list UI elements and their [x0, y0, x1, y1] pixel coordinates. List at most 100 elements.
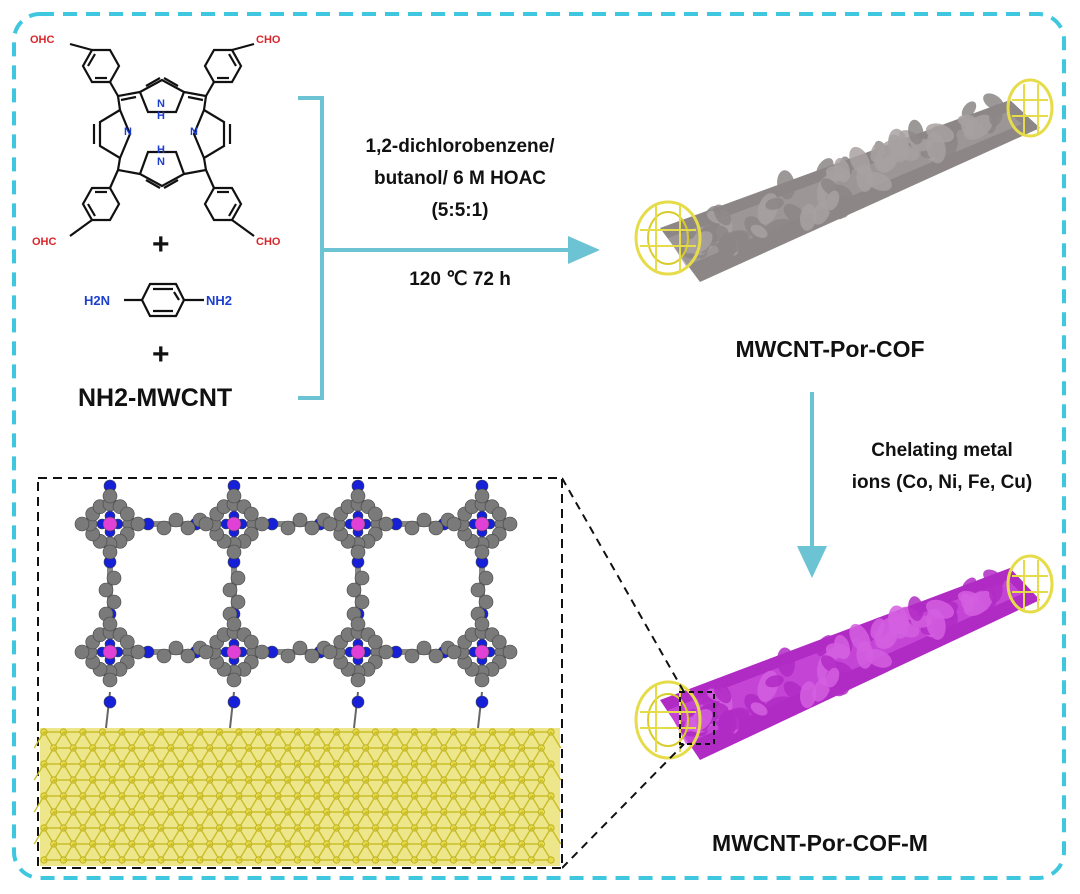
tube-bond	[33, 763, 45, 781]
carbon-atom	[322, 644, 338, 660]
nitrogen-atom	[103, 695, 117, 709]
carbon-atom	[474, 616, 490, 632]
carbon-atom	[350, 616, 366, 632]
shell-petal	[957, 590, 979, 604]
carbon-atom	[474, 672, 490, 688]
carbon-atom	[254, 516, 270, 532]
inset-nanotube	[33, 728, 562, 866]
carbon-atom	[474, 488, 490, 504]
carbon-atom	[491, 506, 507, 522]
shell-petal	[876, 140, 898, 173]
shell-petal	[908, 596, 924, 621]
carbon-atom	[230, 570, 246, 586]
shell-petal	[799, 203, 817, 231]
nitrogen-atom	[351, 695, 365, 709]
zoom-line-bottom	[561, 743, 685, 869]
carbon-atom	[280, 520, 296, 536]
shell-petal	[750, 224, 768, 239]
carbon-atom	[102, 672, 118, 688]
carbon-atom	[346, 582, 362, 598]
tube-bond	[550, 731, 562, 749]
carbon-atom	[474, 544, 490, 560]
metal-arrow-head	[797, 546, 827, 578]
shell-petal	[763, 696, 797, 718]
carbon-atom	[102, 488, 118, 504]
shell-petal	[925, 599, 955, 619]
carbon-atom	[168, 640, 184, 656]
condition-ratio: (5:5:1)	[431, 200, 489, 221]
shell-petal	[777, 647, 795, 677]
carbon-atom	[428, 520, 444, 536]
carbon-atom	[470, 582, 486, 598]
shell-petal	[856, 164, 874, 192]
pyrrole-n-right: N	[190, 126, 198, 138]
shell-petal	[763, 218, 797, 240]
reaction-bracket	[298, 96, 324, 400]
tube-bond	[33, 731, 45, 749]
pyrrole-nh-bottom-h: H	[157, 144, 165, 156]
tube-bond	[550, 763, 562, 781]
metal-atom	[226, 644, 242, 660]
carbon-atom	[354, 594, 370, 610]
carbon-atom	[130, 644, 146, 660]
carbon-atom	[74, 516, 90, 532]
carbon-atom	[404, 520, 420, 536]
mwcnt-por-cof-render	[634, 78, 1054, 282]
carbon-atom	[226, 672, 242, 688]
shell-petal	[908, 119, 924, 145]
metal-step-line2: ions (Co, Ni, Fe, Cu)	[851, 472, 1033, 493]
carbon-atom	[350, 488, 366, 504]
tube-bond	[33, 795, 45, 813]
carbon-atom	[378, 516, 394, 532]
tube-bond	[550, 827, 562, 845]
carbon-atom	[74, 644, 90, 660]
zoom-source-box	[679, 691, 715, 745]
carbon-atom	[416, 512, 432, 528]
carbon-atom	[478, 594, 494, 610]
carbon-atom	[280, 648, 296, 664]
metal-atom	[102, 644, 118, 660]
reaction-arrow-head	[568, 236, 600, 264]
carbon-atom	[367, 506, 383, 522]
diamine-structure	[124, 282, 204, 318]
pyrrole-nh-top-h: H	[157, 110, 165, 122]
shell-petal	[777, 170, 795, 200]
shell-petal	[876, 617, 898, 650]
outer-dashed-frame	[12, 12, 1066, 880]
nh2-mwcnt-label: NH2-MWCNT	[78, 384, 233, 412]
carbon-atom	[244, 506, 259, 522]
carbon-atom	[180, 520, 196, 536]
carbon-atom	[230, 594, 246, 610]
carbon-atom	[226, 488, 242, 504]
inset-cof-lattice	[74, 479, 518, 729]
carbon-atom	[502, 644, 518, 660]
pyrrole-n-left: N	[124, 126, 132, 138]
shell-petal	[957, 114, 979, 128]
carbon-atom	[446, 644, 462, 660]
carbon-atom	[354, 570, 370, 586]
carbon-atom	[367, 634, 383, 650]
carbon-atom	[102, 616, 118, 632]
metal-atom	[226, 516, 242, 532]
carbon-atom	[502, 516, 518, 532]
shell-petal	[713, 682, 732, 704]
carbon-atom	[446, 516, 462, 532]
aldehyde-label-bottom-right: CHO	[256, 236, 281, 248]
shell-petal	[834, 157, 851, 183]
carbon-atom	[304, 648, 320, 664]
shell-petal	[925, 123, 955, 143]
carbon-atom	[130, 516, 146, 532]
shell-petal	[799, 681, 817, 709]
plus-sign-1: +	[152, 228, 170, 261]
metal-atom	[474, 644, 490, 660]
carbon-atom	[350, 544, 366, 560]
pyrrole-nh-bottom-n: N	[157, 156, 165, 168]
product-cof-m-label: MWCNT-Por-COF-M	[712, 830, 928, 856]
metal-atom	[102, 516, 118, 532]
shell-petal	[989, 580, 1003, 603]
nitrogen-atom	[227, 695, 241, 709]
shell-petal	[765, 197, 784, 210]
aldehyde-label-top-left: OHC	[30, 34, 55, 46]
